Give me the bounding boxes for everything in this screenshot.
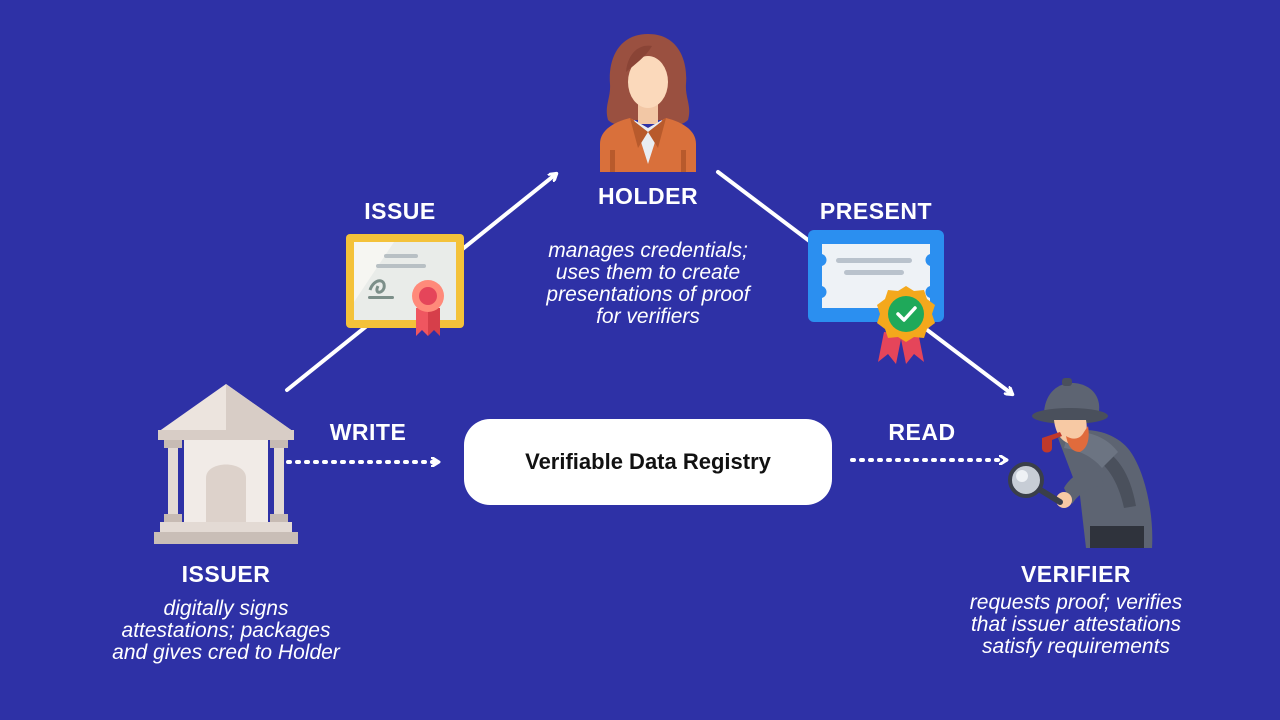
- write-label: WRITE: [329, 419, 407, 445]
- holder-description: manages credentials; uses them to create…: [546, 239, 750, 328]
- bank-building-icon: [154, 384, 298, 544]
- detective-icon: [1008, 378, 1153, 548]
- verifiable-data-registry: Verifiable Data Registry: [464, 419, 832, 505]
- woman-avatar-icon: [600, 34, 696, 172]
- blue-certificate-icon: [808, 230, 944, 364]
- issuer-description: digitally signs attestations; packages a…: [112, 597, 340, 664]
- issue-label: ISSUE: [364, 198, 436, 224]
- present-label: PRESENT: [819, 198, 933, 224]
- verifier-description: requests proof; verifies that issuer att…: [969, 591, 1183, 658]
- registry-label: Verifiable Data Registry: [525, 449, 771, 474]
- holder-title: HOLDER: [597, 183, 699, 209]
- verifier-title: VERIFIER: [1020, 561, 1132, 587]
- gold-certificate-icon: [346, 234, 464, 336]
- read-label: READ: [888, 419, 956, 445]
- issuer-title: ISSUER: [181, 561, 271, 587]
